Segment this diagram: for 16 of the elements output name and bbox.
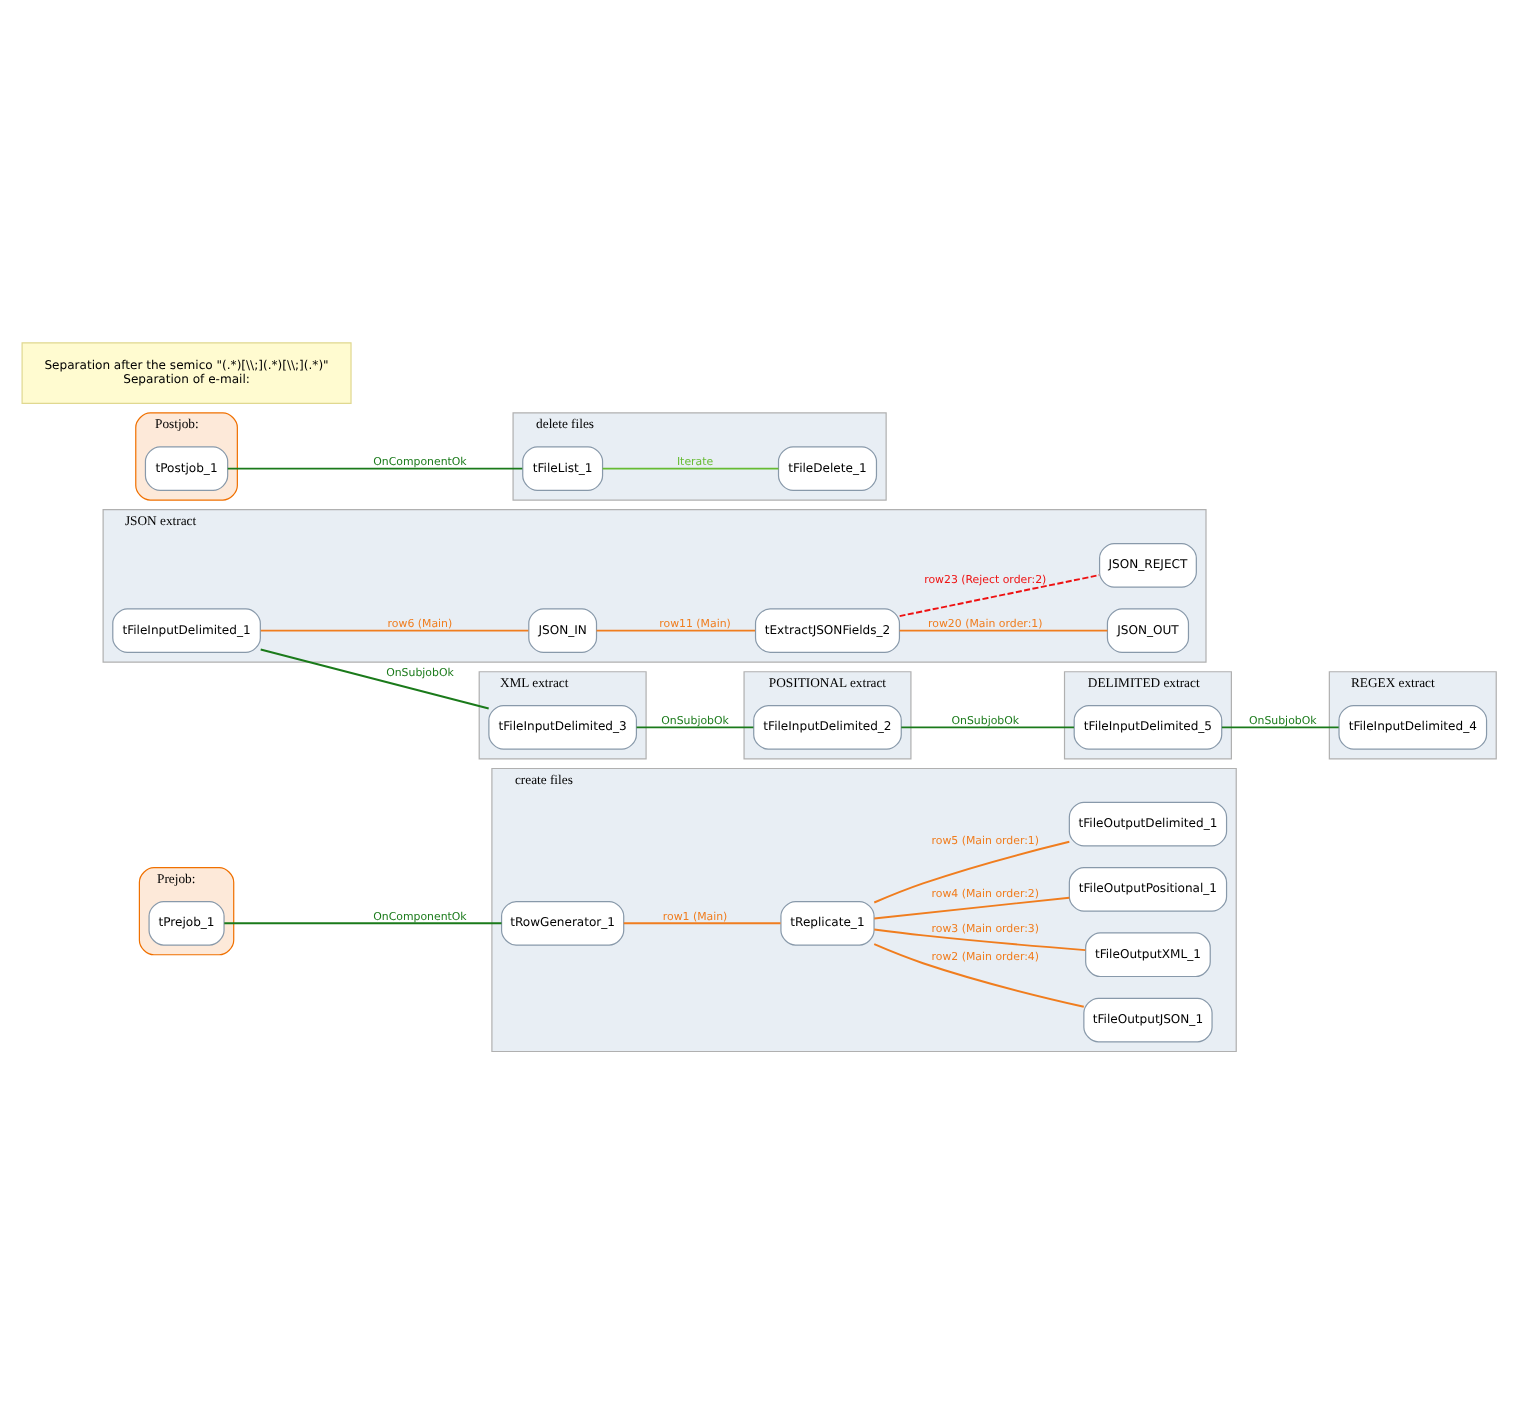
connector: [223, 922, 503, 925]
connector: [873, 943, 1085, 1008]
connector: [873, 840, 1071, 904]
connector: [226, 467, 524, 470]
connector: [635, 726, 755, 729]
connector: [900, 726, 1075, 729]
connector: [898, 574, 1101, 618]
connector: [601, 467, 780, 470]
connector: [259, 629, 530, 632]
connector: [873, 896, 1071, 920]
connector: [622, 922, 782, 925]
connector: [898, 629, 1109, 632]
connector: [259, 648, 490, 710]
connector: [873, 928, 1087, 952]
connector: [595, 629, 756, 632]
connector: [1220, 726, 1340, 729]
